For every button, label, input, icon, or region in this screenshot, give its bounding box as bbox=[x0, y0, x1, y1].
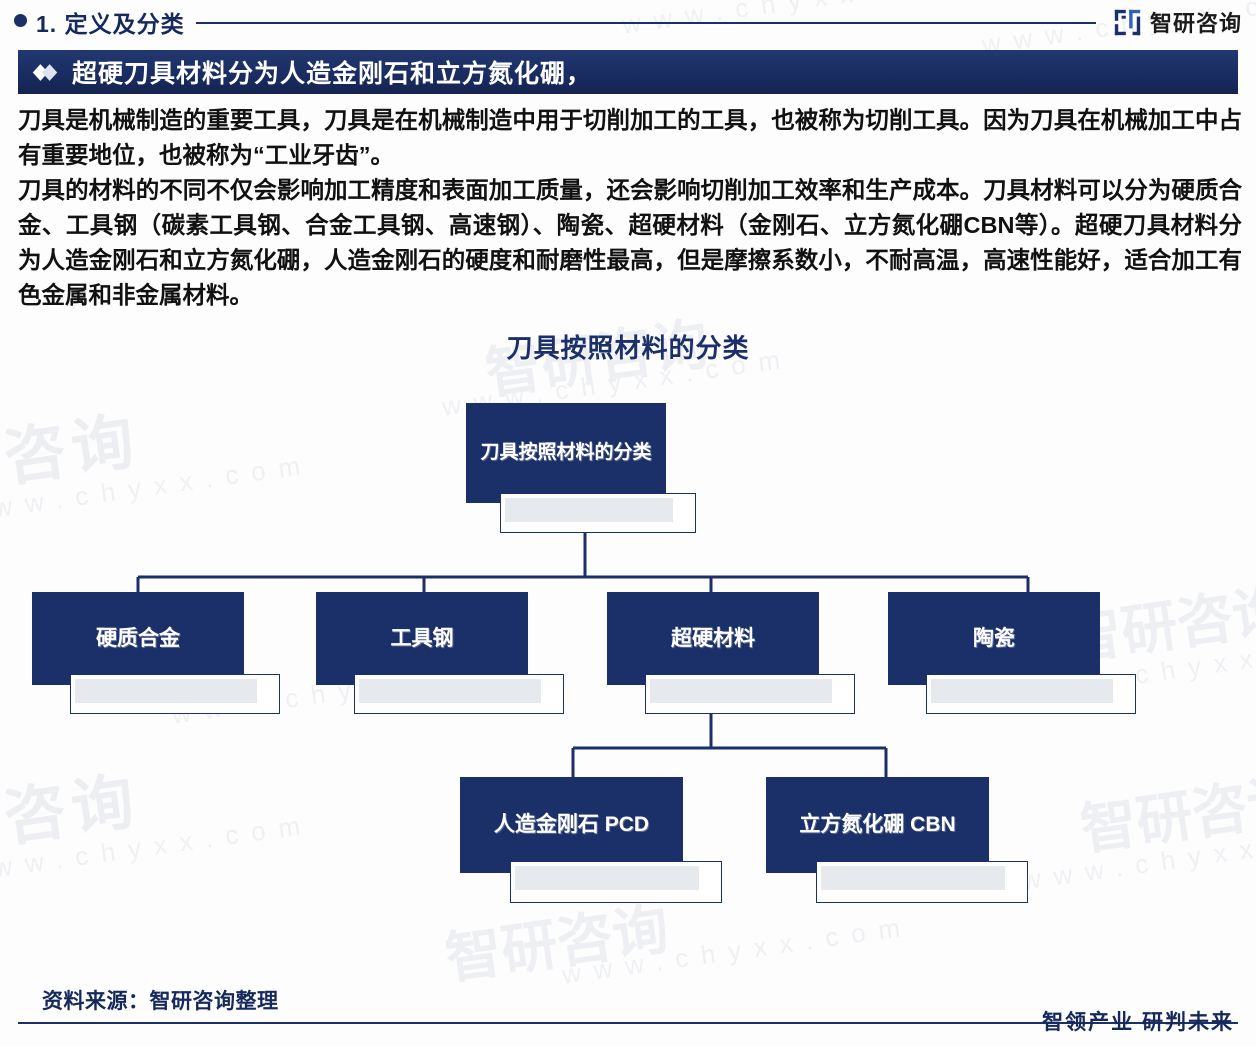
brand-logo: 智研咨询 bbox=[1114, 6, 1242, 38]
node-shadow-fill bbox=[359, 679, 541, 703]
brand-name: 智研咨询 bbox=[1149, 11, 1242, 36]
node-shadow-fill bbox=[515, 866, 699, 890]
node-level2-0[interactable]: 硬质合金 bbox=[32, 592, 280, 714]
header-divider bbox=[196, 22, 1096, 24]
paragraph-2: 刀具的材料的不同不仅会影响加工精度和表面加工质量，还会影响切削加工效率和生产成本… bbox=[18, 177, 1242, 308]
node-shadow-box bbox=[70, 674, 280, 714]
node-shadow-box bbox=[816, 861, 1028, 903]
node-level3-1[interactable]: 立方氮化硼 CBN bbox=[766, 777, 1028, 903]
banner-title: 超硬刀具材料分为人造金刚石和立方氮化硼， bbox=[72, 60, 593, 88]
node-shadow-fill bbox=[505, 498, 673, 522]
page-header: 1. 定义及分类 智研咨询 bbox=[0, 0, 1256, 44]
node-level2-3[interactable]: 陶瓷 bbox=[888, 592, 1136, 714]
footer-slogan: 智领产业 研判未来 bbox=[1042, 1011, 1234, 1034]
node-shadow-box bbox=[510, 861, 722, 903]
node-shadow-fill bbox=[650, 679, 832, 703]
section-title: 1. 定义及分类 bbox=[36, 11, 185, 37]
node-level2-1[interactable]: 工具钢 bbox=[316, 592, 564, 714]
body-copy: 刀具是机械制造的重要工具，刀具是在机械制造中用于切削加工的工具，也被称为切削工具… bbox=[18, 103, 1242, 313]
node-label: 硬质合金 bbox=[32, 592, 244, 685]
diamond-icon bbox=[32, 63, 58, 81]
org-chart-diagram: 刀具按照材料的分类 硬质合金 工具钢 超硬材料 陶瓷 bbox=[0, 380, 1256, 940]
bullet-dot-icon bbox=[14, 14, 27, 27]
node-level3-0[interactable]: 人造金刚石 PCD bbox=[460, 777, 722, 903]
zhiyan-logo-icon bbox=[1114, 9, 1141, 35]
chart-title: 刀具按照材料的分类 bbox=[506, 333, 750, 363]
paragraph-1: 刀具是机械制造的重要工具，刀具是在机械制造中用于切削加工的工具，也被称为切削工具… bbox=[18, 107, 1242, 168]
node-shadow-box bbox=[926, 674, 1136, 714]
node-label: 刀具按照材料的分类 bbox=[466, 403, 666, 503]
node-label: 立方氮化硼 CBN bbox=[766, 777, 989, 873]
node-level2-2[interactable]: 超硬材料 bbox=[607, 592, 855, 714]
section-banner: 超硬刀具材料分为人造金刚石和立方氮化硼， bbox=[18, 50, 1238, 94]
node-shadow-box bbox=[354, 674, 564, 714]
node-root[interactable]: 刀具按照材料的分类 bbox=[466, 403, 696, 533]
footer-divider bbox=[18, 1022, 1238, 1024]
node-label: 人造金刚石 PCD bbox=[460, 777, 683, 873]
node-shadow-fill bbox=[75, 679, 257, 703]
node-shadow-box bbox=[645, 674, 855, 714]
node-shadow-fill bbox=[931, 679, 1113, 703]
source-note: 资料来源：智研咨询整理 bbox=[42, 990, 279, 1013]
node-label: 超硬材料 bbox=[607, 592, 819, 685]
node-label: 陶瓷 bbox=[888, 592, 1100, 685]
node-label: 工具钢 bbox=[316, 592, 528, 685]
node-shadow-box bbox=[500, 493, 696, 533]
node-shadow-fill bbox=[821, 866, 1005, 890]
